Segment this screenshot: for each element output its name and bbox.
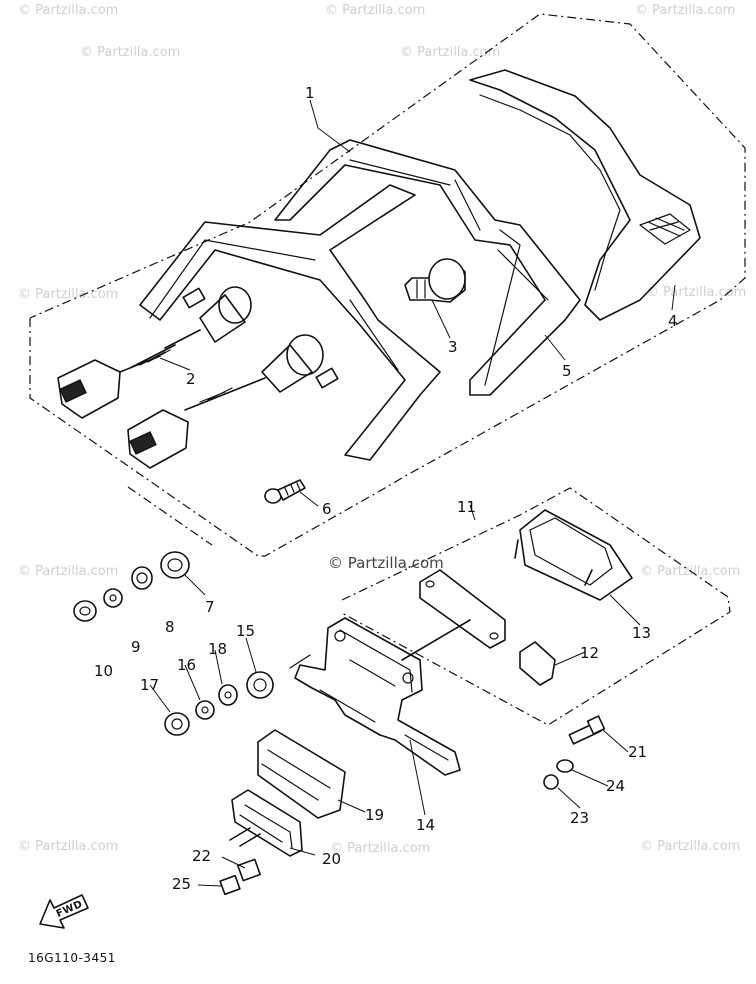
upper-group-outline	[29, 13, 746, 557]
leader-lines	[149, 99, 676, 887]
reflector-housing	[257, 729, 346, 819]
callout-15: 15	[236, 622, 255, 640]
callout-18: 18	[208, 640, 227, 658]
nut-10	[73, 600, 97, 622]
lens-emblem	[639, 213, 691, 245]
watermark: © Partzilla.com	[330, 841, 430, 856]
callout-7: 7	[205, 598, 215, 616]
lens-plate	[419, 569, 506, 649]
washer-18	[218, 684, 238, 706]
callout-8: 8	[165, 618, 175, 636]
grommet-15	[246, 671, 274, 699]
callout-23: 23	[570, 809, 589, 827]
callout-1: 1	[305, 84, 315, 102]
washer-24	[556, 759, 574, 773]
watermark: © Partzilla.com	[635, 3, 735, 18]
nut-17	[164, 712, 190, 736]
lower-group-tail	[127, 486, 213, 546]
callout-21: 21	[628, 743, 647, 761]
rear-housing	[139, 184, 441, 461]
watermark: © Partzilla.com	[646, 285, 746, 300]
drawing-code: 16G110-3451	[28, 951, 116, 965]
watermark: © Partzilla.com	[18, 564, 118, 579]
watermark: © Partzilla.com	[325, 3, 425, 18]
callout-16: 16	[177, 656, 196, 674]
nut-25	[219, 874, 241, 896]
tail-light-housing	[57, 69, 701, 504]
callout-17: 17	[140, 676, 159, 694]
callout-13: 13	[632, 624, 651, 642]
callout-5: 5	[562, 362, 572, 380]
callout-24: 24	[606, 777, 625, 795]
callout-22: 22	[192, 847, 211, 865]
callout-10: 10	[94, 662, 113, 680]
bulb-sockets	[182, 286, 339, 393]
watermark: © Partzilla.com	[640, 839, 740, 854]
washer-9	[103, 588, 123, 608]
license-bracket	[294, 617, 461, 776]
lower-group-outline	[339, 487, 731, 726]
callout-12: 12	[580, 644, 599, 662]
small-parts	[73, 551, 606, 790]
watermark: © Partzilla.com	[18, 3, 118, 18]
bolt-21	[568, 715, 606, 745]
watermark: © Partzilla.com	[400, 45, 500, 60]
forward-arrow-icon: FWD	[39, 894, 89, 929]
grommet-7	[160, 551, 190, 579]
washer-16	[195, 700, 215, 720]
callout-6: 6	[322, 500, 332, 518]
lens-frame-outer	[469, 69, 701, 321]
collar-22	[237, 858, 261, 882]
license-light-housing	[519, 509, 633, 601]
license-light-assembly	[219, 509, 633, 896]
screw-6	[264, 479, 306, 504]
bulb	[404, 258, 466, 303]
watermark: © Partzilla.com	[18, 287, 118, 302]
license-bulb	[519, 641, 556, 686]
inner-frame	[274, 139, 581, 396]
callout-20: 20	[322, 850, 341, 868]
callout-14: 14	[416, 816, 435, 834]
callout-3: 3	[448, 338, 458, 356]
connector-lower	[127, 409, 189, 469]
connector-upper	[57, 359, 121, 419]
callout-2: 2	[186, 370, 196, 388]
collar-8	[131, 566, 153, 590]
watermark-center: © Partzilla.com	[328, 554, 444, 572]
reflector	[231, 789, 303, 857]
callout-9: 9	[131, 638, 141, 656]
callout-25: 25	[172, 875, 191, 893]
group-outlines	[29, 13, 746, 726]
lens-frame-inner	[479, 94, 621, 291]
callout-11: 11	[457, 498, 476, 516]
nut-23	[543, 774, 559, 790]
callout-19: 19	[365, 806, 384, 824]
wire-harness	[119, 329, 201, 373]
watermark: © Partzilla.com	[18, 839, 118, 854]
callouts: 1 2 3 4 5 6 7 8 9 10 11 12 13 14 15 16 1…	[94, 84, 678, 893]
watermark: © Partzilla.com	[80, 45, 180, 60]
callout-4: 4	[668, 312, 678, 330]
